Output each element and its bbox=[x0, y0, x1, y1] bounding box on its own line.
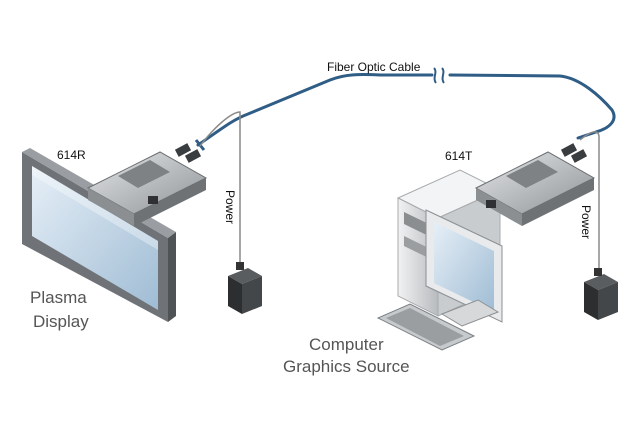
power-label-right: Power bbox=[579, 205, 593, 239]
power-cable-left bbox=[199, 111, 241, 262]
fiber-optic-cable bbox=[194, 73, 616, 151]
computer-monitor bbox=[425, 209, 503, 327]
transmitter-model-label: 614T bbox=[445, 149, 473, 163]
receiver-model-label: 614R bbox=[57, 148, 86, 162]
plasma-display-label-line2: Display bbox=[33, 312, 89, 331]
plasma-display-label-line1: Plasma bbox=[30, 288, 87, 307]
computer-label-line1: Computer bbox=[309, 335, 384, 354]
power-adapter-left bbox=[228, 262, 262, 314]
receiver-614r bbox=[86, 143, 208, 226]
transmitter-614t bbox=[474, 143, 596, 226]
power-cable-right bbox=[579, 131, 600, 272]
fiber-optic-cable-label: Fiber Optic Cable bbox=[327, 60, 421, 74]
computer-label-line2: Graphics Source bbox=[283, 357, 410, 376]
power-adapter-right bbox=[584, 268, 618, 320]
cable-break-icon bbox=[433, 67, 445, 84]
power-label-left: Power bbox=[223, 190, 237, 224]
keyboard bbox=[376, 303, 476, 351]
